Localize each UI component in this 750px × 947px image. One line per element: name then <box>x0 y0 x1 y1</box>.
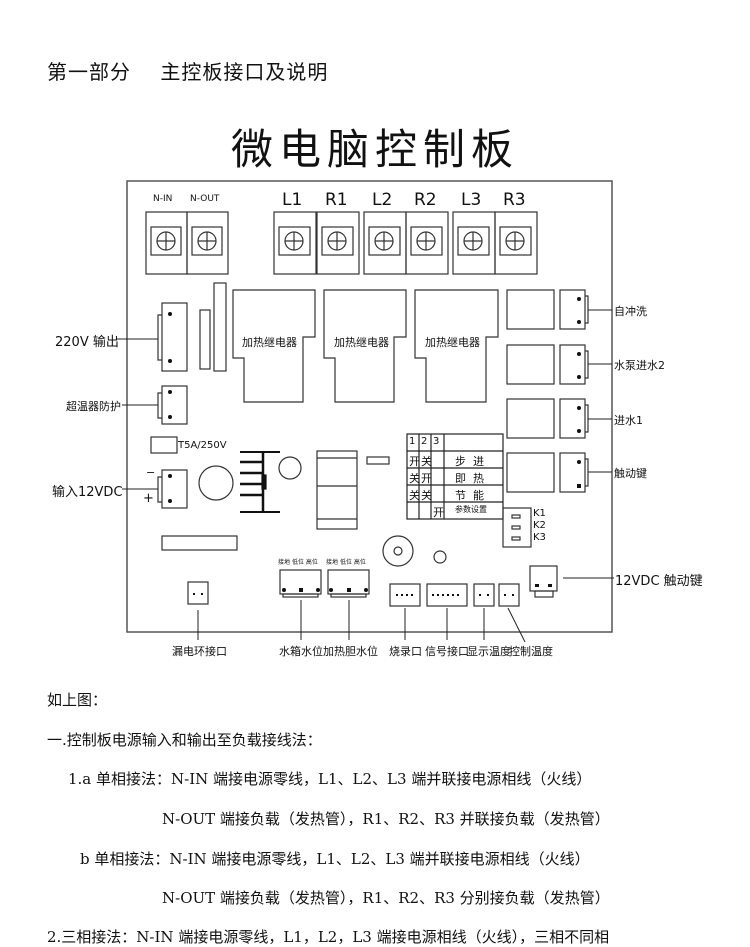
dip-header-cell: 3 <box>433 436 440 447</box>
section-heading: 第一部分 主控板接口及说明 <box>47 60 329 84</box>
label-leakage: 漏电环接口 <box>172 645 227 658</box>
dip-cell: 关 <box>409 472 420 485</box>
dip-header-cell: 2 <box>421 436 428 447</box>
k2-label: K2 <box>533 520 546 531</box>
connector-display-temp <box>473 583 495 607</box>
dip-cell: 步 进 <box>455 455 484 468</box>
label-heater-level: 加热胆水位 <box>323 645 378 658</box>
label-220v-output: 220V 输出 <box>55 335 119 350</box>
label-12v-input: 输入12VDC <box>52 485 123 500</box>
terminal-r2 <box>405 211 449 275</box>
pin-high: 高位 <box>305 559 318 566</box>
neutral-terminal-block <box>145 211 229 275</box>
connector-12v-input <box>161 469 188 509</box>
terminal-l3 <box>452 211 496 275</box>
label-12v-trigger: 12VDC 触动键 <box>615 574 703 589</box>
label-minus: − <box>146 466 156 479</box>
connector-burn <box>389 583 421 607</box>
control-board-diagram <box>117 180 614 643</box>
terminal-label-l2: L2 <box>372 190 393 210</box>
connector-inlet1 <box>559 398 586 439</box>
fuse-label: T5A/250V <box>178 440 227 451</box>
label-self-flush: 自冲洗 <box>614 305 647 318</box>
k1-label: K1 <box>533 508 546 519</box>
wiring-2-three-phase: 2.三相接法：N-IN 端接电源零线，L1，L2，L3 端接电源相线（火线），三… <box>47 928 610 946</box>
terminal-label-n-out: N-OUT <box>190 194 220 204</box>
label-signal-port: 信号接口 <box>425 645 469 658</box>
dip-cell: 关 <box>421 489 432 502</box>
dip-cell: 节 能 <box>455 489 484 502</box>
relay-2 <box>323 289 407 403</box>
terminal-label-r2: R2 <box>414 190 437 210</box>
label-plus: + <box>143 491 154 506</box>
terminal-l2 <box>363 211 407 275</box>
dip-cell: 开 <box>433 506 444 519</box>
wiring-1b-line1: b 单相接法：N-IN 端接电源零线，L1、L2、L3 端并联接电源相线（火线） <box>80 850 590 868</box>
tank-pin-labels: 接地 低位 高位 <box>278 557 318 566</box>
label-control-temp: 控制温度 <box>509 645 553 658</box>
relay-2-label: 加热继电器 <box>334 336 389 349</box>
terminal-label-r3: R3 <box>503 190 526 210</box>
diagram-title: 微电脑控制板 <box>230 125 519 174</box>
wiring-1a-line2: N-OUT 端接负载（发热管），R1、R2、R3 并联接负载（发热管） <box>162 810 610 828</box>
terminal-label-l1: L1 <box>282 190 303 210</box>
board-outline <box>126 180 613 633</box>
connector-overheat <box>161 385 188 425</box>
label-display-temp: 显示温度 <box>467 645 511 658</box>
label-burn-port: 烧录口 <box>389 645 422 658</box>
k3-label: K3 <box>533 532 546 543</box>
wiring-1b-line2: N-OUT 端接负载（发热管），R1、R2、R3 分别接负载（发热管） <box>162 889 610 907</box>
terminal-r3 <box>494 211 538 275</box>
connector-control-temp <box>498 583 520 607</box>
dip-cell: 即 热 <box>455 472 484 485</box>
pin-ground: 接地 <box>326 559 339 566</box>
dip-switch-table <box>406 433 504 520</box>
pin-ground: 接地 <box>278 559 291 566</box>
relay-3 <box>414 289 499 403</box>
connector-leakage <box>187 581 209 605</box>
terminal-label-n-in: N-IN <box>153 194 173 204</box>
intro-text: 如上图： <box>47 691 108 709</box>
wiring-1a-line1: 1.a 单相接法：N-IN 端接电源零线，L1、L2、L3 端并联接电源相线（火… <box>68 770 592 788</box>
label-pump-inlet2: 水泵进水2 <box>614 359 665 372</box>
heatsink <box>240 451 280 513</box>
relay-3-label: 加热继电器 <box>425 336 480 349</box>
relay-1-label: 加热继电器 <box>242 336 297 349</box>
pin-low: 低位 <box>291 559 304 566</box>
dip-cell: 参数设置 <box>455 505 487 514</box>
relay-1 <box>232 289 316 403</box>
section-1-heading: 一.控制板电源输入和输出至负载接线法： <box>47 731 322 749</box>
connector-trigger <box>559 452 586 493</box>
label-tank-level: 水箱水位 <box>279 645 323 658</box>
label-overheat: 超温器防护 <box>66 400 121 413</box>
phase-terminal-blocks <box>273 211 538 275</box>
label-inlet1: 进水1 <box>614 414 643 427</box>
fuse <box>150 436 178 454</box>
label-trigger: 触动键 <box>614 467 647 480</box>
dip-cell: 关 <box>421 455 432 468</box>
pin-low: 低位 <box>339 559 352 566</box>
connector-signal <box>426 583 468 607</box>
dip-header-cell: 1 <box>409 436 416 447</box>
heater-pin-labels: 接地 低位 高位 <box>326 557 366 566</box>
dip-cell: 开 <box>421 472 432 485</box>
terminal-l1 <box>273 211 317 275</box>
dip-cell: 关 <box>409 489 420 502</box>
terminal-label-l3: L3 <box>461 190 482 210</box>
terminal-r1 <box>316 211 360 275</box>
k-jumper-block <box>502 507 532 548</box>
transformer <box>316 450 390 530</box>
dip-cell: 开 <box>409 455 420 468</box>
connector-pump-inlet2 <box>559 344 586 385</box>
connector-self-flush <box>559 289 586 330</box>
connector-220v-output <box>161 302 188 372</box>
pin-high: 高位 <box>353 559 366 566</box>
connector-12v-trigger <box>529 565 558 592</box>
terminal-label-r1: R1 <box>325 190 348 210</box>
